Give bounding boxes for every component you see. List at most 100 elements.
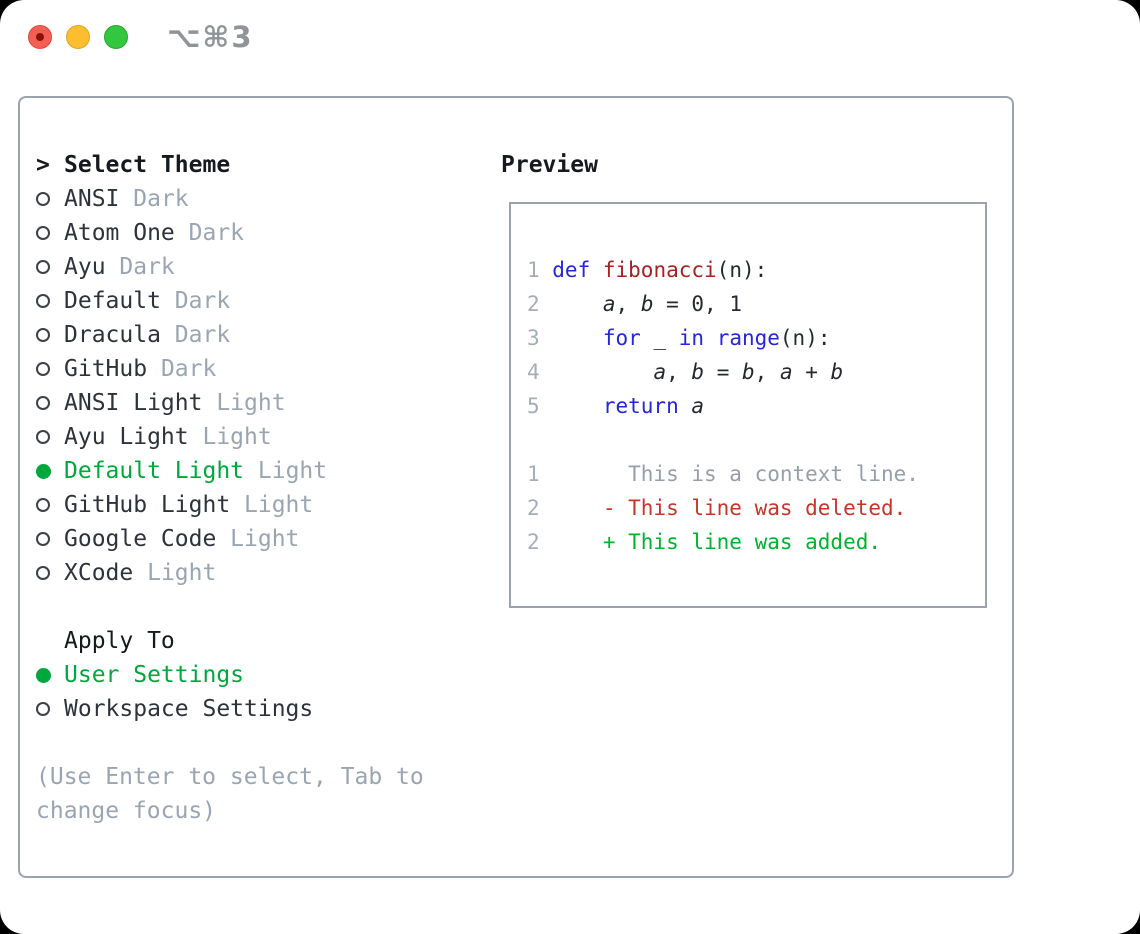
theme-option[interactable]: Atom One Dark [36, 216, 486, 250]
code-segment [590, 258, 603, 282]
code-segment: b [741, 360, 755, 384]
theme-variant: Dark [174, 322, 231, 348]
apply-to-option[interactable]: Workspace Settings [36, 692, 486, 726]
theme-option[interactable]: GitHub Light Light [36, 488, 486, 522]
code-segment: fibonacci [602, 258, 717, 282]
theme-option[interactable]: XCode Light [36, 556, 486, 590]
preview-line: 2 + This line was added. [527, 525, 985, 559]
theme-variant: Dark [160, 356, 217, 382]
theme-option[interactable]: Default Dark [36, 284, 486, 318]
radio-icon [36, 396, 50, 410]
preview-line [527, 423, 985, 457]
theme-name: Ayu Light [64, 424, 203, 450]
radio-marker [36, 260, 64, 274]
spacer [36, 590, 486, 624]
theme-name: GitHub [64, 356, 161, 382]
code-segment [679, 394, 692, 418]
spacer [36, 726, 486, 760]
code-segment: , [666, 360, 692, 384]
theme-variant: Light [202, 424, 272, 450]
code-segment [552, 326, 603, 350]
preview-line: 1 This is a context line. [527, 457, 985, 491]
code-segment: a [602, 292, 616, 316]
apply-to-label: User Settings [64, 662, 245, 688]
theme-option[interactable]: GitHub Dark [36, 352, 486, 386]
radio-icon [36, 362, 50, 376]
code-segment: for [602, 326, 641, 350]
code-segment: = 0, 1 [653, 292, 742, 316]
code-segment: + This line was added. [552, 530, 882, 554]
preview-line: 3 for _ in range(n): [527, 321, 985, 355]
line-number: 1 [527, 258, 540, 282]
code-segment: This is a context line. [552, 462, 919, 486]
theme-option[interactable]: ANSI Dark [36, 182, 486, 216]
theme-option[interactable]: Google Code Light [36, 522, 486, 556]
radio-marker [36, 192, 64, 206]
code-segment: a [691, 394, 705, 418]
radio-marker [36, 463, 64, 479]
radio-icon [36, 702, 50, 716]
code-segment [552, 360, 653, 384]
line-number: 3 [527, 326, 540, 350]
radio-marker [36, 667, 64, 683]
theme-name: Ayu [64, 254, 120, 280]
radio-icon [36, 498, 50, 512]
line-number: 4 [527, 360, 540, 384]
radio-marker [36, 362, 64, 376]
theme-variant: Light [230, 526, 300, 552]
apply-to-title: Apply To [64, 628, 175, 654]
preview-line: 5 return a [527, 389, 985, 423]
radio-icon [36, 294, 50, 308]
radio-marker [36, 226, 64, 240]
theme-option[interactable]: ANSI Light Light [36, 386, 486, 420]
theme-variant: Light [147, 560, 217, 586]
preview-line: 2 - This line was deleted. [527, 491, 985, 525]
theme-name: Atom One [64, 220, 189, 246]
code-segment: (n): [779, 326, 831, 350]
theme-option[interactable]: Dracula Dark [36, 318, 486, 352]
code-segment: in [678, 326, 705, 350]
close-button[interactable] [28, 25, 52, 49]
theme-variant: Light [244, 492, 314, 518]
radio-marker [36, 702, 64, 716]
code-segment: range [716, 326, 780, 350]
radio-marker [36, 430, 64, 444]
minimize-button[interactable] [66, 25, 90, 49]
theme-option[interactable]: Default Light Light [36, 454, 486, 488]
code-segment [704, 326, 717, 350]
theme-option[interactable]: Ayu Dark [36, 250, 486, 284]
code-segment: def [552, 258, 591, 282]
line-number: 1 [527, 462, 540, 486]
radio-icon [36, 430, 50, 444]
apply-to-header: Apply To [36, 624, 486, 658]
code-segment: b [640, 292, 654, 316]
theme-variant: Dark [188, 220, 245, 246]
radio-icon [36, 192, 50, 206]
theme-variant: Light [216, 390, 286, 416]
theme-list-title: Select Theme [64, 152, 231, 178]
theme-name: Default Light [64, 458, 258, 484]
theme-name: Google Code [64, 526, 231, 552]
apply-to-option[interactable]: User Settings [36, 658, 486, 692]
theme-option[interactable]: Ayu Light Light [36, 420, 486, 454]
titlebar: ⌥⌘3 [0, 0, 1140, 76]
code-segment: return [602, 394, 679, 418]
hint-text: change focus) [36, 798, 217, 824]
line-number: 2 [527, 292, 540, 316]
radio-marker [36, 396, 64, 410]
radio-icon [36, 260, 50, 274]
radio-marker [36, 294, 64, 308]
line-number: 2 [527, 496, 540, 520]
radio-marker [36, 566, 64, 580]
theme-name: Default [64, 288, 175, 314]
code-segment: _ [640, 326, 679, 350]
zoom-button[interactable] [104, 25, 128, 49]
theme-variant: Light [257, 458, 328, 484]
apply-to-label: Workspace Settings [64, 696, 314, 722]
theme-variant: Dark [133, 186, 189, 212]
code-segment: (n): [716, 258, 768, 282]
radio-marker [36, 498, 64, 512]
